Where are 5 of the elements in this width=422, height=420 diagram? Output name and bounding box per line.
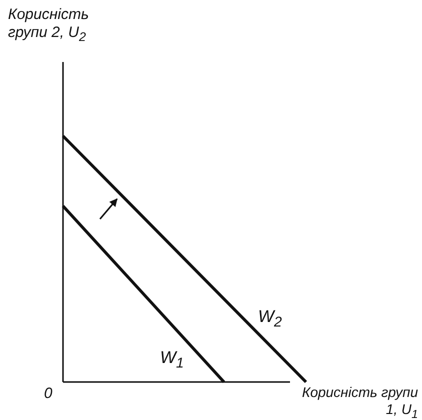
origin-label: 0 [44,385,54,403]
axis-label: Корисність групи 1, U$_{1}$ [300,384,418,420]
axis-label: Корисність групи 2, U$_{2}$ [8,6,90,45]
line-label: W$_{1}$ [160,348,185,372]
line-label: W$_{2}$ [258,307,283,332]
